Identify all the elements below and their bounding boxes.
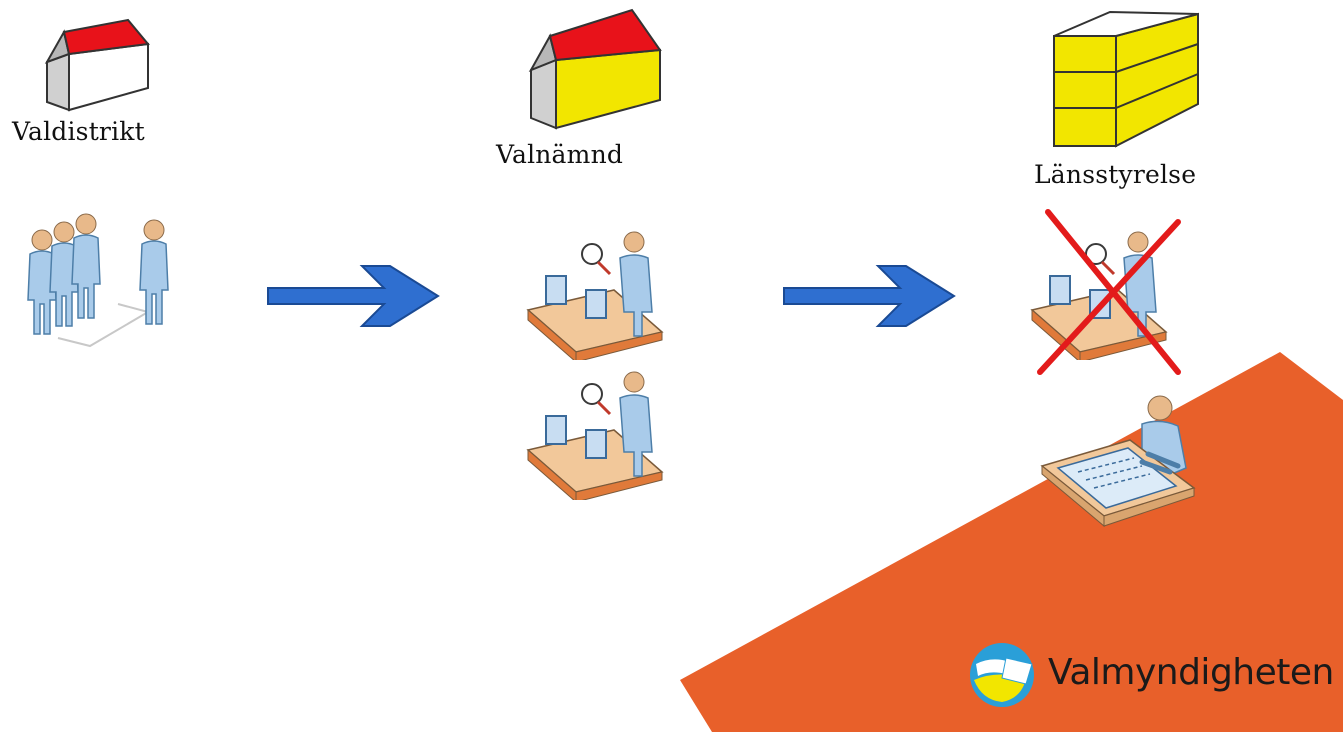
- logo-text: Valmyndigheten: [1048, 652, 1334, 693]
- arrow-right-icon: [267, 265, 440, 327]
- conveyor-counting-icon: [526, 371, 664, 500]
- red-cross-icon: [1037, 209, 1181, 375]
- worker-at-desk-icon: [1040, 395, 1196, 528]
- stacked-building-icon: [1053, 10, 1199, 148]
- stage-label-lansstyrelse: Länsstyrelse: [1034, 160, 1197, 189]
- conveyor-counting-icon: [526, 231, 664, 360]
- voters-group-icon: [27, 213, 169, 348]
- office-building-icon: [528, 8, 662, 130]
- stage-label-valdistrikt: Valdistrikt: [12, 117, 145, 146]
- stage-label-valnamnd: Valnämnd: [496, 140, 624, 169]
- arrow-right-icon: [783, 265, 956, 327]
- valmyndigheten-logo-icon: [970, 643, 1034, 707]
- house-icon: [44, 18, 150, 112]
- conveyor-counting-icon-crossed: [1030, 231, 1168, 360]
